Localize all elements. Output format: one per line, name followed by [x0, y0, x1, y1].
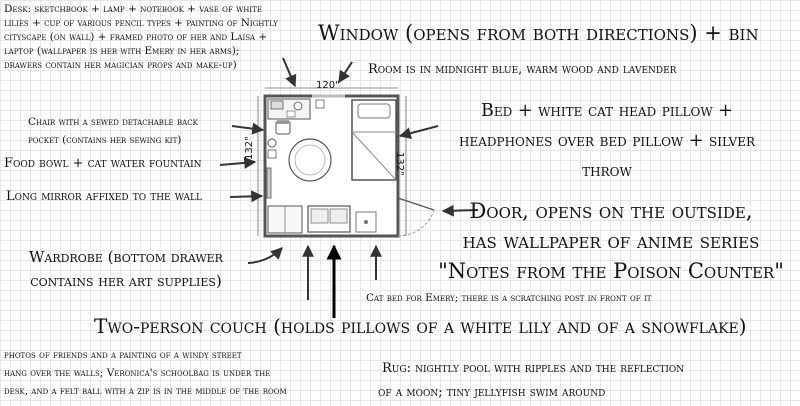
laptop — [270, 100, 284, 110]
notebook — [286, 110, 296, 118]
food-label: Food bowl + cat water fountain — [4, 156, 202, 171]
arrow-food — [219, 156, 257, 169]
couch-label: Two-person couch (holds pillows of a whi… — [94, 314, 747, 338]
arrow-door — [441, 204, 479, 217]
dimension-top: 120" — [316, 80, 340, 91]
arrow-desk — [282, 57, 297, 88]
door-label: Door, opens on the outside, has wallpape… — [438, 199, 784, 283]
wardrobe-label: Wardrobe (bottom drawer contains her art… — [29, 248, 223, 290]
mirror — [266, 167, 272, 199]
dimension-left: 132" — [244, 136, 255, 160]
chair-label: Chair with a sewed detachable back pocke… — [28, 116, 198, 146]
arrow-wardrobe — [247, 247, 283, 264]
dimension-right: 132" — [394, 152, 405, 176]
food-bowl — [267, 138, 277, 148]
bed-label: Bed + white cat head pillow + headphones… — [458, 101, 756, 181]
arrow-window — [338, 61, 353, 84]
cat-bed-label: Cat bed for Emery; there is a scratching… — [366, 292, 652, 304]
mirror-label: Long mirror affixed to the wall — [6, 189, 203, 204]
bin — [315, 99, 325, 109]
water-fountain — [267, 149, 277, 159]
rug-label: Rug: nightly pool with ripples and the r… — [378, 361, 685, 400]
lamp — [293, 101, 303, 111]
room-colors-label: Room is in midnight blue, warm wood and … — [368, 62, 677, 77]
door — [397, 197, 435, 211]
photos-label: photos of friends and a painting of a wi… — [4, 349, 287, 397]
arrow-chair — [231, 122, 265, 135]
desk-label: Desk: sketchbook + lamp + notebook + vas… — [4, 3, 278, 71]
bed-pillow — [357, 103, 391, 119]
window-label: Window (opens from both directions) + bi… — [318, 21, 759, 45]
arrow-mirror — [229, 190, 264, 203]
arrow-bed — [398, 125, 439, 140]
